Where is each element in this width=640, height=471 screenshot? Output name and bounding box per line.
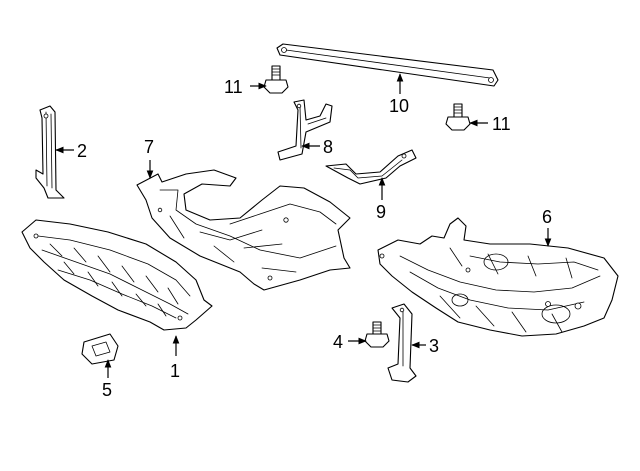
vertical-bracket xyxy=(387,303,417,383)
callout-4: 4 xyxy=(333,332,343,352)
leader-lines xyxy=(55,73,552,378)
rear-splash-shield xyxy=(377,217,619,337)
support-bracket-8 xyxy=(277,99,333,161)
callout-7: 7 xyxy=(144,137,154,157)
cross-brace-bar xyxy=(276,43,499,87)
bolt-left xyxy=(263,65,289,94)
center-splash-shield xyxy=(136,169,351,291)
callout-6: 6 xyxy=(542,207,552,227)
callout-8: 8 xyxy=(323,137,333,157)
side-bracket xyxy=(35,105,65,199)
callout-9: 9 xyxy=(376,202,386,222)
callout-11-left: 11 xyxy=(224,77,243,97)
front-splash-shield xyxy=(21,219,213,331)
callout-labels: 1 2 3 4 5 6 7 8 9 10 11 11 xyxy=(77,77,552,400)
support-bracket-9 xyxy=(325,149,417,185)
callout-10: 10 xyxy=(389,96,409,116)
callout-11-right: 11 xyxy=(492,114,511,134)
bolt-4 xyxy=(364,321,390,348)
callout-1: 1 xyxy=(170,361,180,381)
callout-2: 2 xyxy=(77,141,87,161)
retaining-clip xyxy=(81,333,119,365)
callout-3: 3 xyxy=(429,336,439,356)
bolt-right xyxy=(445,103,471,131)
callout-5: 5 xyxy=(102,380,112,400)
